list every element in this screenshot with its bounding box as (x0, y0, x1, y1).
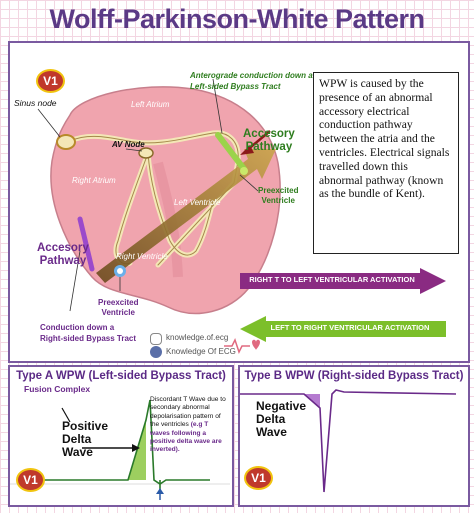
type-b-complex (240, 389, 457, 493)
right-to-left-label: RIGHT T TO LEFT VENTRICULAR ACTIVATION (249, 275, 415, 284)
v1-badge-type-a: V1 (16, 468, 45, 492)
heart-diagram (37, 78, 281, 315)
left-atrium-label: Left Atrium (131, 100, 170, 109)
page-title: Wolff-Parkinson-White Pattern (49, 4, 425, 34)
preexcited-ventricle-left-label: Preexcited Ventricle (258, 186, 299, 205)
type-b-panel: Type B WPW (Right-sided Bypass Tract) (238, 365, 470, 507)
right-ventricle-label: Right Ventricle (116, 252, 168, 261)
info-text-box: WPW is caused by the presence of an abno… (313, 72, 459, 254)
accessory-pathway-label-left-sided: Accesory Pathway (243, 128, 295, 153)
preexcited-ventricle-right-label: Preexcited Ventricle (98, 298, 139, 317)
conduction-right-label: Conduction down a Right-sided Bypass Tra… (40, 323, 137, 343)
right-to-left-arrow (240, 268, 446, 294)
facebook-icon (150, 346, 162, 358)
type-a-complex (40, 399, 210, 485)
v1-badge-type-b: V1 (244, 466, 273, 490)
right-atrium-label: Right Atrium (72, 176, 116, 185)
pointer-av (125, 148, 143, 152)
pointer-conduction-right (69, 250, 81, 312)
watermark-instagram: knowledge.of.ecg (166, 333, 229, 342)
type-a-title: Type A WPW (Left-sided Bypass Tract) (16, 370, 226, 382)
activation-arrow (96, 149, 276, 283)
pointer-preexcited-left (239, 174, 259, 192)
right-accessory-pathway (77, 216, 95, 272)
left-to-right-arrow (240, 316, 446, 342)
negative-delta-wave-label: Negative Delta Wave (256, 399, 307, 439)
left-accessory-pathway (215, 132, 247, 172)
sinus-node (56, 134, 76, 150)
watermark-facebook: Knowledge Of ECG (166, 347, 236, 356)
v1-badge-main: V1 (36, 69, 65, 93)
fusion-complex-label: Fusion Complex (24, 384, 91, 394)
positive-delta-wave-label: Positive Delta Wave (62, 419, 109, 459)
accessory-pathway-label-right-sided: Accesory Pathway (37, 242, 89, 267)
left-to-right-label: LEFT TO RIGHT VENTRICULAR ACTIVATION (270, 323, 430, 332)
type-a-panel: Type A WPW (Left-sided Bypass Tract) (8, 365, 234, 507)
av-node-label: AV Node (112, 140, 145, 149)
type-a-ecg (10, 399, 230, 500)
av-node (138, 147, 154, 159)
left-ventricle-label: Left Ventricle (174, 198, 221, 207)
discordant-t-wave-note: Discordant T Wave due to secondary abnor… (150, 396, 226, 455)
type-b-title: Type B WPW (Right-sided Bypass Tract) (244, 370, 464, 382)
fusion-pointer (61, 407, 71, 423)
type-b-ecg (240, 389, 457, 493)
instagram-icon (150, 333, 162, 345)
sinus-node-label: Sinus node (14, 98, 57, 108)
pointer-anterograde (212, 78, 223, 134)
discordant-note-highlight: (e.g T waves following a positive delta … (150, 421, 222, 454)
anterograde-label: Anterograde conduction down a Left-sided… (190, 71, 313, 91)
pointer-sinus (37, 108, 61, 138)
heart-ecg-icon (224, 338, 260, 354)
discordant-note-plain: Discordant T Wave due to secondary abnor… (150, 396, 226, 429)
